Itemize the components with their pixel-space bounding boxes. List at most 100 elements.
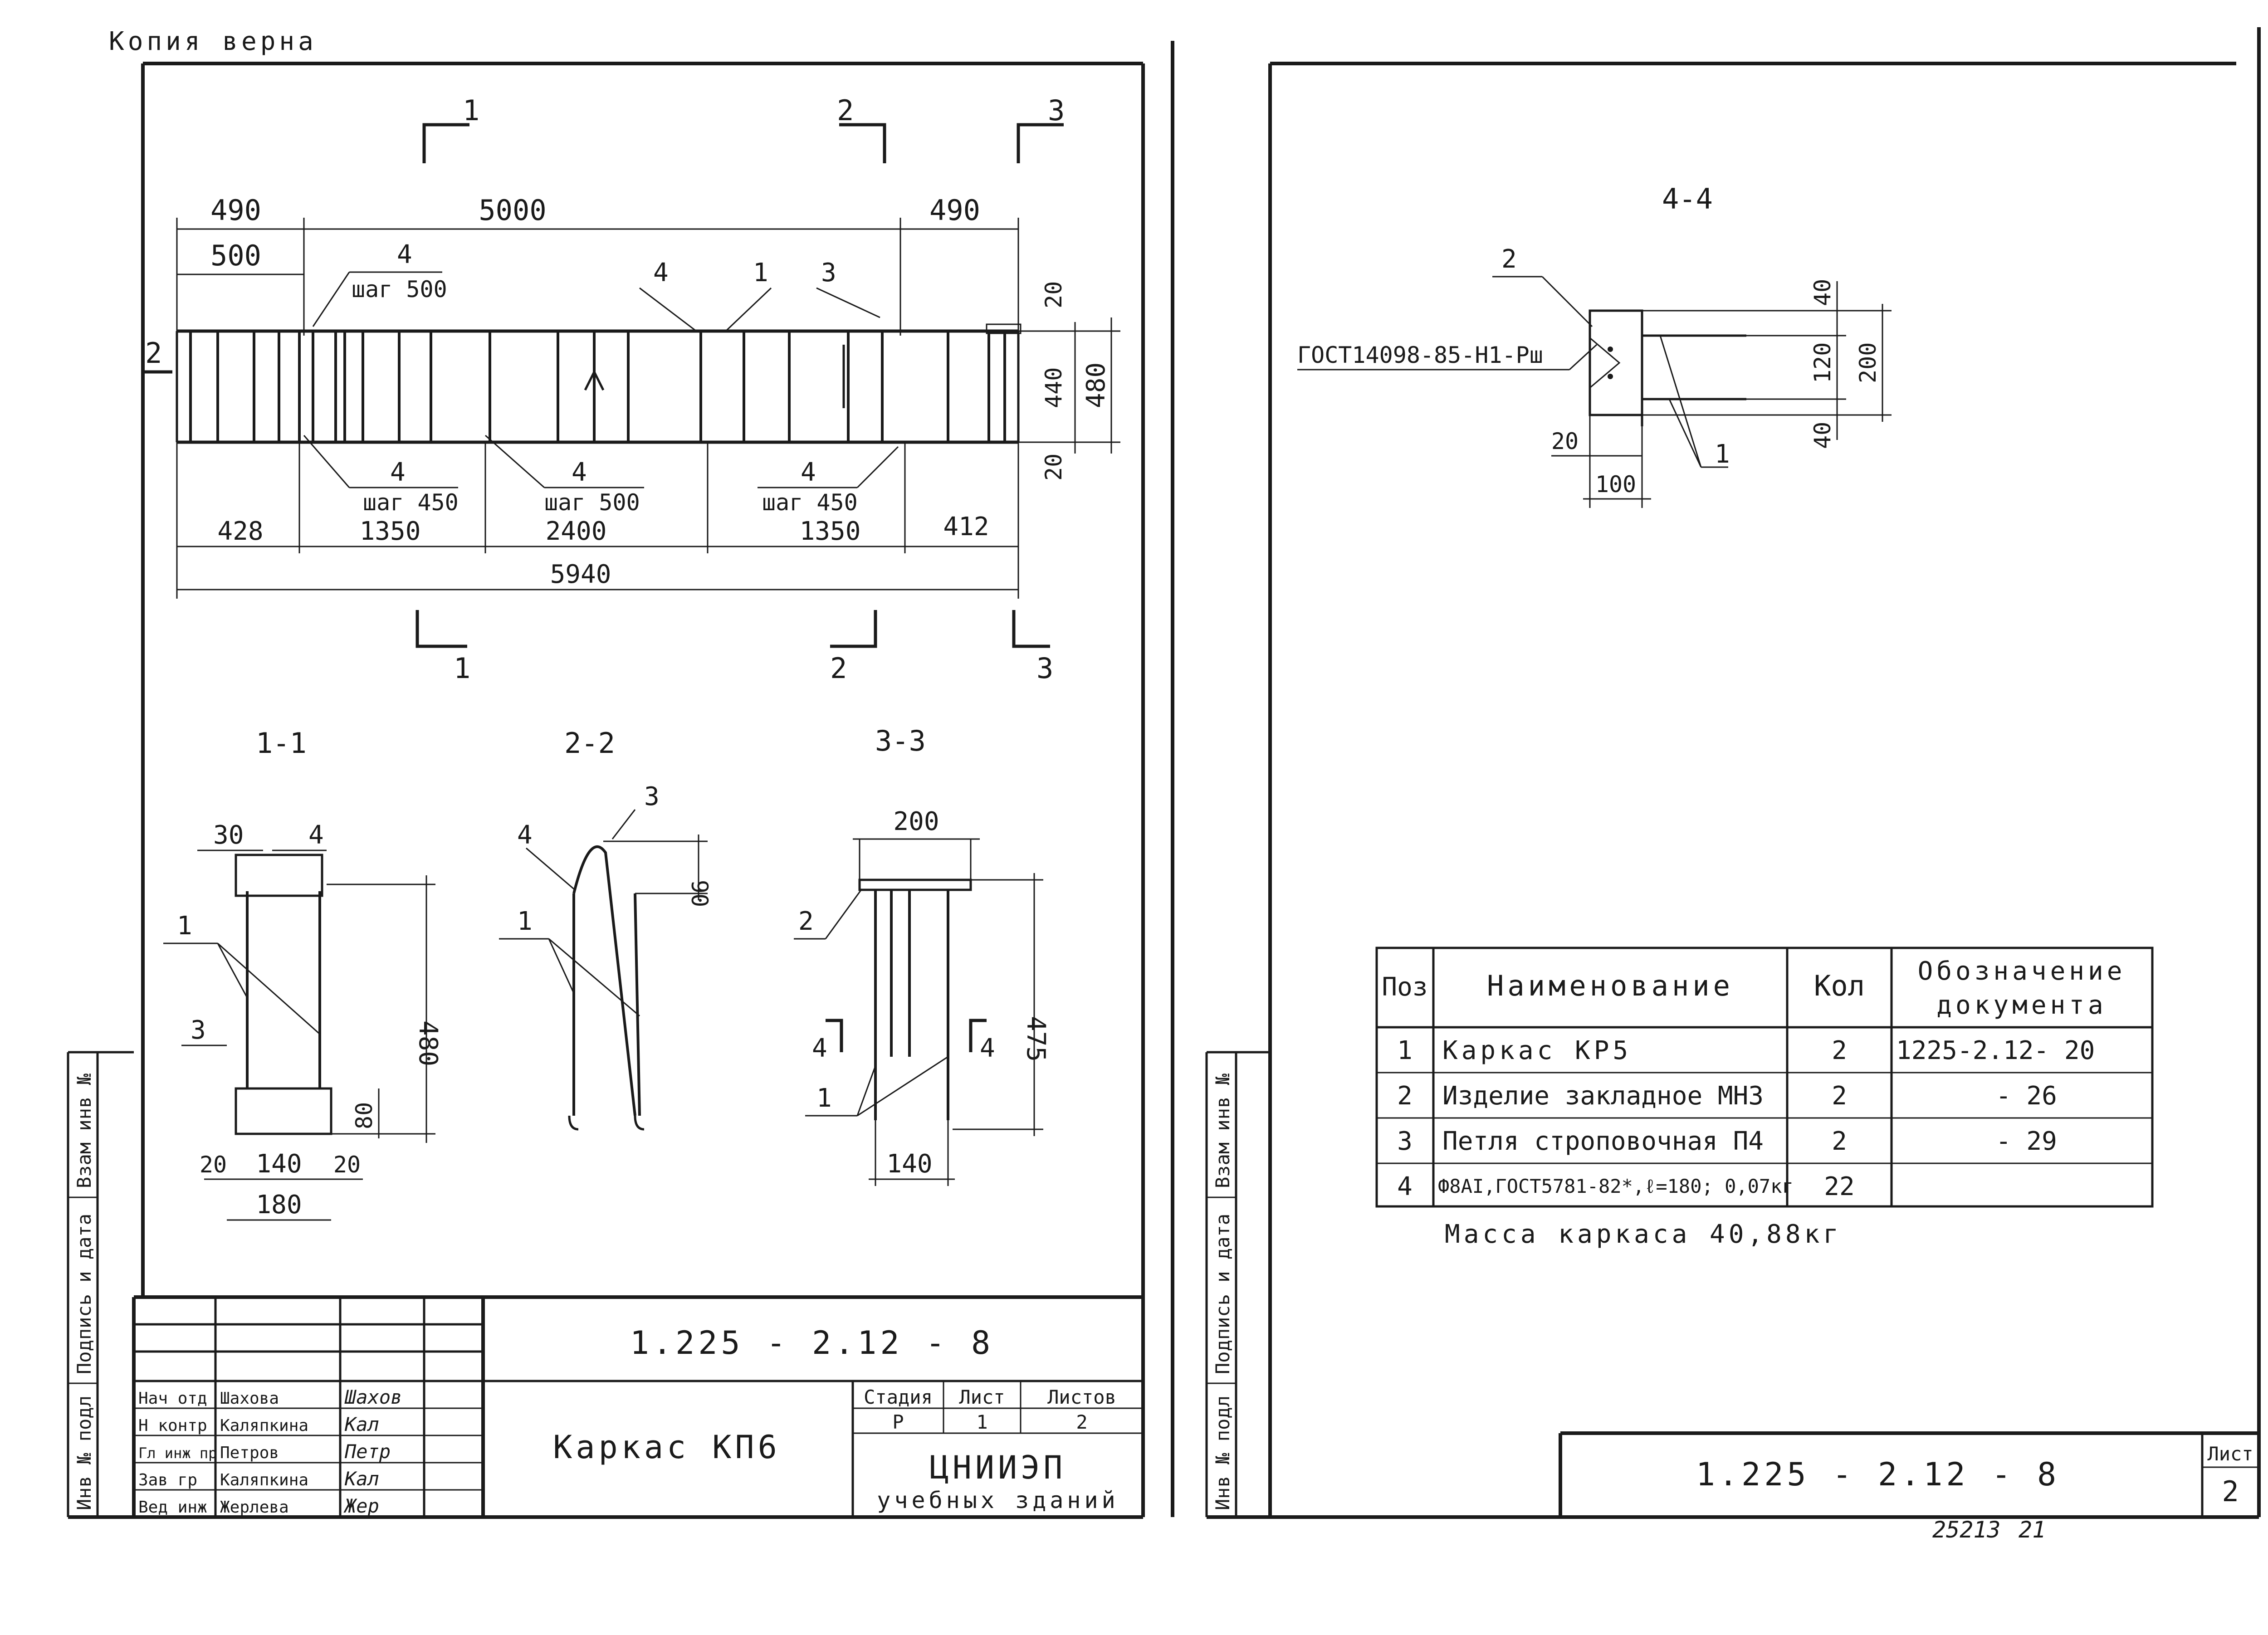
tb-role-4: Вед инж [138,1498,207,1517]
spec-row-0-qty: 2 [1832,1036,1847,1065]
spec-row-3-name: Ф8АI,ГОСТ5781-82*,ℓ=180; 0,07кг [1438,1175,1794,1197]
s11-callout-3: 3 [191,1015,206,1045]
s33-dim-200: 200 [893,807,939,836]
leader-3-mid [816,287,880,318]
spec-mass-note: Масса каркаса 40,88кг [1445,1220,1842,1249]
s44-leader1a [1659,335,1702,468]
s22-callout-3: 3 [644,782,660,811]
spec-row-0-pos: 1 [1397,1036,1413,1065]
section-mark-1-top [422,123,469,163]
tb-sheets: 2 [1076,1411,1087,1433]
sheet2-title-strip: 1.225 - 2.12 - 8 Лист 2 25213 21 [1559,1431,2259,1543]
s44-dim-40-bottom: 40 [1809,422,1836,449]
tb-name-3: Каляпкина [220,1471,308,1489]
leader-4-top [312,272,350,327]
s33-mark4-left-line [826,1019,843,1052]
s11-top-plate [235,854,323,897]
dim-480: 480 [1081,362,1111,408]
tb-sheet: 1 [976,1411,987,1433]
section-3-top-label: 3 [1048,94,1065,127]
section-1-bottom-label: 1 [454,652,470,685]
s33-leader1a [856,1065,876,1116]
s11-dim-480: 480 [413,1020,443,1066]
spec-header-name: Наименование [1487,969,1734,1002]
callout-step-500-top: шаг 500 [352,276,447,303]
spec-header-qty: Кол [1814,969,1865,1002]
dim-1350-right: 1350 [800,517,861,546]
s33-dim-140: 140 [886,1149,932,1179]
s44-dim-100: 100 [1595,471,1636,498]
dim-5940: 5940 [550,560,611,589]
side-stamp-sheet2: Инв № подл Подпись и дата Взам инв № [1205,1051,1270,1517]
spec-table: Поз Наименование Кол Обозначение докумен… [1375,947,2154,1249]
callout-3-mid: 3 [821,258,836,288]
leader-b2 [485,434,545,488]
dim-412: 412 [943,512,989,542]
section-3-3-title: 3-3 [875,724,926,757]
callout-step-450-right: шаг 450 [762,489,858,516]
s11-leader1b [217,942,320,1035]
s22-dim-90: 90 [686,880,713,907]
section-4-4-title: 4-4 [1662,182,1713,215]
s33-dim-475: 475 [1021,1016,1051,1062]
spec-row-3-qty: 22 [1824,1172,1854,1201]
section-mark-3-bottom [1012,610,1050,648]
s44-gost-label: ГОСТ14098-85-Н1-Рш [1297,342,1543,368]
spec-row-0-name: Каркас КР5 [1442,1036,1632,1065]
s44-gost-leader [1569,344,1598,371]
spec-row-2-doc: - 29 [1996,1127,2057,1156]
s22-leader4 [526,847,574,890]
dim-1350-left: 1350 [360,517,421,546]
s33-mark4-right-line [969,1019,987,1052]
s22-bar-right [634,893,641,1116]
tb-sheet-header: Лист [959,1386,1005,1408]
leader-b3 [856,446,899,488]
section-1-1: 1-1 30 4 1 3 480 80 20 140 20 180 [163,727,443,1221]
sheet2-sheet-number: 2 [2222,1475,2239,1508]
s44-dim-200: 200 [1855,342,1881,383]
s44-leader2 [1541,276,1593,327]
spec-row-1-doc: - 26 [1996,1081,2057,1111]
dim-500-first: 500 [210,239,261,272]
callout-4-bottom-right: 4 [801,458,816,487]
side-stamp-replace: Взам инв № [73,1073,95,1188]
side-stamp-sheet1: Инв № подл Подпись и дата Взам инв № [67,1051,134,1517]
s11-dim-140: 140 [256,1149,302,1179]
spec-row-2-pos: 3 [1397,1127,1413,1156]
section-mark-1-bottom [415,610,467,648]
s22-leader1b [548,938,640,1017]
section-4-4: 4-4 2 ГОСТ14098-85-Н1-Рш 40 120 200 40 2… [1297,182,1892,508]
dim-440: 440 [1041,367,1067,408]
tb-stage-header: Стадия [864,1386,933,1408]
s44-bar-dot-2 [1608,374,1613,379]
tb-role-2: Гл инж пр [138,1445,217,1462]
s2-side-replace: Взам инв № [1212,1073,1234,1188]
spec-row-0-doc: 1225-2.12- 20 [1896,1036,2095,1065]
s22-callout-1: 1 [517,907,533,936]
section-3-3: 3-3 200 2 475 4 4 1 140 [794,724,1051,1186]
leader-b1 [303,435,350,488]
s33-mark-4-left: 4 [812,1034,827,1063]
s44-callout-1: 1 [1715,439,1730,469]
archive-page: 21 [2019,1517,2046,1543]
callout-4-bottom-left: 4 [390,458,406,487]
side-stamp-signature: Подпись и дата [73,1214,95,1374]
section-1-1-title: 1-1 [256,727,307,760]
s22-hook-right [634,1115,645,1131]
s33-callout-2: 2 [798,907,814,936]
cage-vertical-bars [189,331,1006,442]
dim-20-bottom: 20 [1041,454,1067,481]
spec-row-2-name: Петля строповочная П4 [1442,1127,1764,1156]
tb-name-1: Каляпкина [220,1416,308,1435]
s11-callout-1: 1 [177,911,192,941]
spec-row-3-pos: 4 [1397,1172,1413,1201]
s2-side-signature: Подпись и дата [1212,1214,1234,1374]
tb-name-0: Шахова [220,1389,279,1408]
s44-weld-marks [1589,337,1621,389]
tb-org-name: ЦНИИЭП [930,1449,1066,1486]
tb-title: Каркас КП6 [553,1429,780,1466]
spec-row-1-pos: 2 [1397,1081,1413,1111]
s11-bottom-plate [235,1087,332,1135]
s11-dim-20-left: 20 [200,1152,227,1178]
tb-code: 1.225 - 2.12 - 8 [630,1324,994,1362]
